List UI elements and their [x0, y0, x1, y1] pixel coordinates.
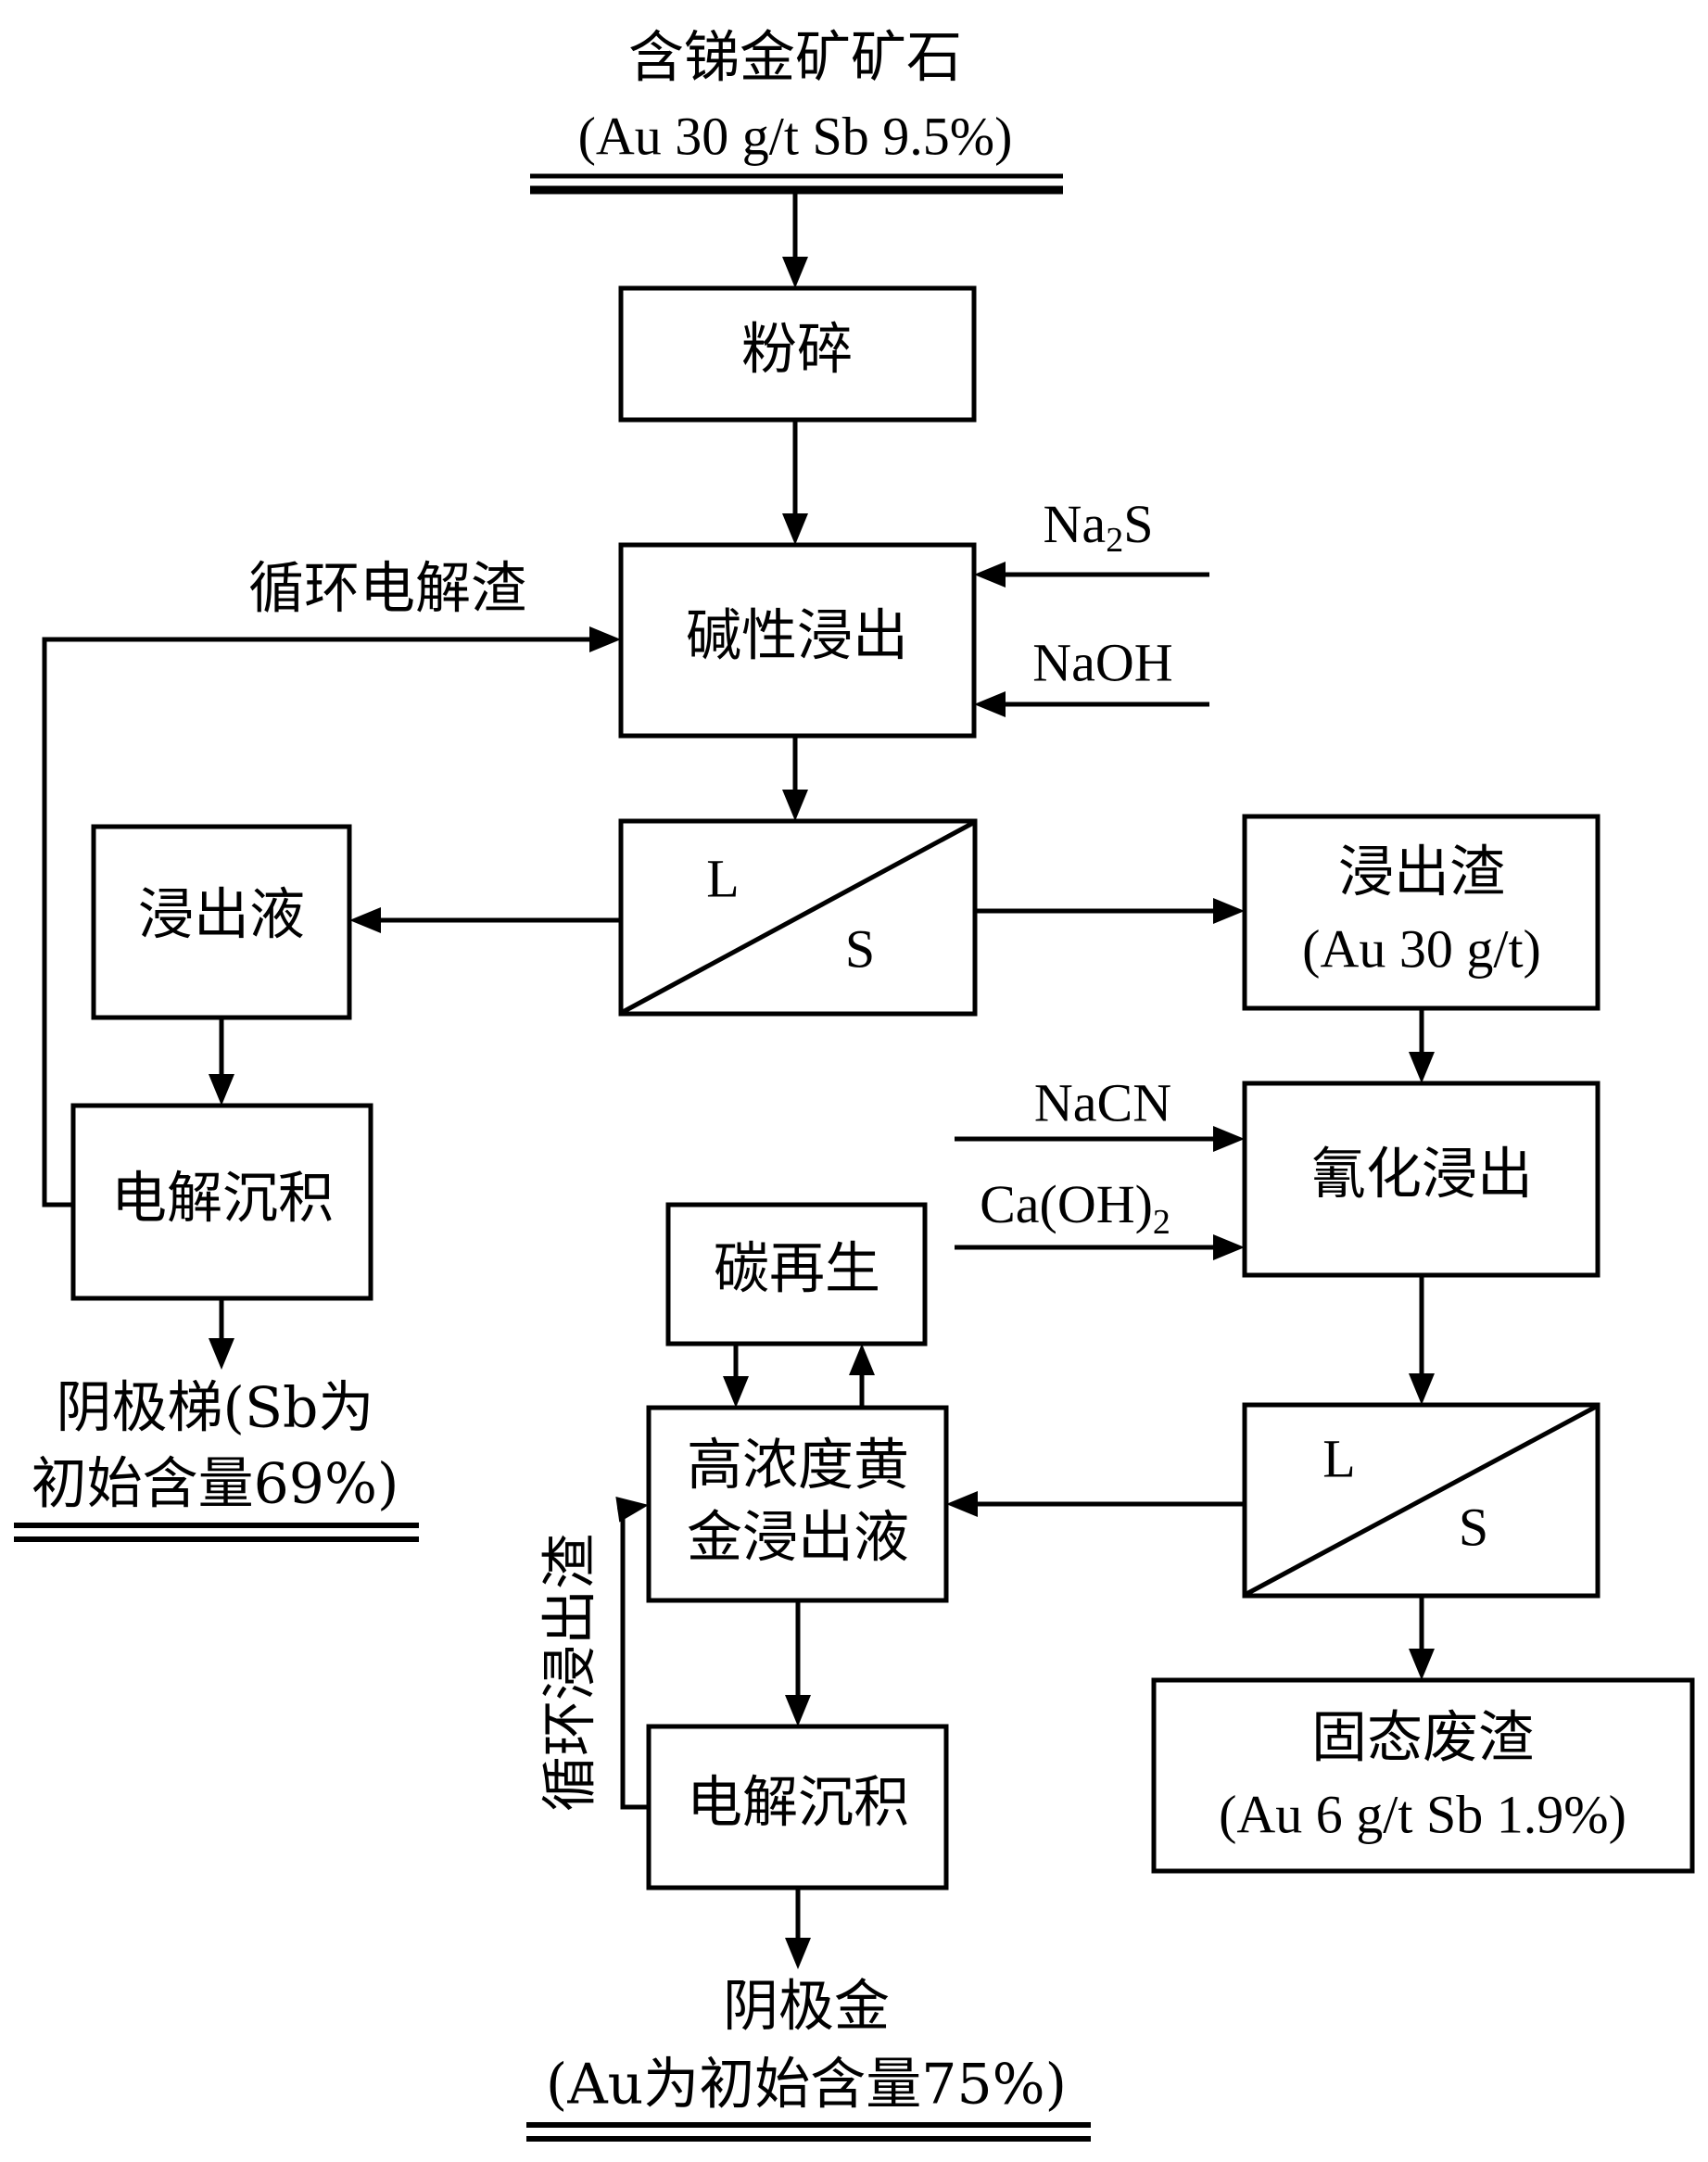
- recycle-leach-residue-label: 循环浸出渣: [538, 1534, 603, 1812]
- recycle-leach-residue-line: [616, 1506, 649, 1810]
- carbon-regen-box: [665, 1202, 928, 1347]
- leach-residue-box: [1242, 814, 1600, 1011]
- electrowin-sb-to-cathode-sb-arrowhead-icon: [209, 1338, 234, 1370]
- electrowin-au-label: 电解沉积: [687, 1771, 909, 1836]
- electrowin-sb-label: 电解沉积: [111, 1167, 334, 1232]
- separator1-liquid: L: [706, 848, 739, 908]
- alkaline-leach-to-separator1-arrowhead-icon: [782, 790, 808, 821]
- leachate-to-electrowin-sb-arrowhead-icon: [209, 1074, 234, 1106]
- leachate-label: 浸出液: [138, 883, 305, 948]
- cathode-sb-line1: 阴极梯(Sb为: [57, 1376, 374, 1441]
- reagent-nacn: NaCN: [1034, 1072, 1171, 1132]
- reagent-na2s: Na2S: [1044, 494, 1154, 559]
- recycle-electrolysis-residue-label: 循环电解渣: [248, 557, 526, 622]
- cyanide-leach-box: [1242, 1081, 1600, 1278]
- nacn-to-cyanide-leach-arrowhead-icon: [1213, 1126, 1245, 1152]
- caoh2-to-cyanide-leach-arrowhead-icon: [1213, 1234, 1245, 1260]
- cathode-sb-line2: 初始含量69%): [32, 1452, 399, 1517]
- carbon-regen-to-gold-leachate-arrowhead-icon: [723, 1376, 749, 1408]
- crush-box: [618, 285, 977, 423]
- separator1-solid: S: [845, 918, 875, 979]
- leach-residue-composition: (Au 30 g/t): [1302, 918, 1541, 979]
- separator2-liquid: L: [1322, 1428, 1355, 1488]
- cathode-au-composition: (Au为初始含量75%): [546, 2053, 1067, 2118]
- separator2-to-gold-leachate-arrowhead-icon: [946, 1491, 978, 1517]
- crush-label: 粉碎: [741, 318, 853, 383]
- gold-leachate-to-electrowin-au-arrowhead-icon: [785, 1695, 811, 1726]
- recycle-electrolysis-residue-arrowhead-icon: [589, 626, 621, 652]
- separator2-to-solid-waste-arrowhead-icon: [1409, 1649, 1435, 1680]
- reagent-naoh: NaOH: [1032, 632, 1172, 692]
- cathode-au-title: 阴极金: [723, 1975, 890, 2040]
- feed-to-crush-arrowhead-icon: [782, 257, 808, 288]
- separator1-to-leach-residue-arrowhead-icon: [1213, 898, 1245, 924]
- alkaline-leach-box: [618, 542, 977, 739]
- electrowin-au-box: [646, 1724, 949, 1890]
- separator2-solid: S: [1459, 1497, 1488, 1557]
- solid-waste-box: [1151, 1677, 1695, 1874]
- connectors: [42, 192, 1435, 1969]
- crush-to-alkaline-leach-arrowhead-icon: [782, 513, 808, 545]
- solid-waste-title: 固态废渣: [1311, 1706, 1534, 1771]
- cyanide-leach-label: 氰化浸出: [1310, 1143, 1533, 1207]
- separator1-diagonal: [621, 820, 975, 1015]
- separator2-diagonal: [1245, 1404, 1598, 1597]
- cyanide-leach-to-separator2-arrowhead-icon: [1409, 1373, 1435, 1405]
- recycle-electrolysis-residue-line: [42, 637, 589, 1207]
- gold-leachate-line1: 高浓度黄: [687, 1434, 909, 1498]
- recycle-leach-residue-arrowhead-icon: [615, 1496, 649, 1523]
- separator1-to-leachate-arrowhead-icon: [349, 907, 381, 933]
- leach-residue-to-cyanide-leach-arrowhead-icon: [1409, 1052, 1435, 1083]
- reagent-caoh2: Ca(OH)2: [980, 1174, 1170, 1241]
- na2s-to-alkaline-leach-arrowhead-icon: [974, 562, 1006, 588]
- gold-leachate-box: [646, 1405, 949, 1603]
- feed-composition: (Au 30 g/t Sb 9.5%): [578, 106, 1013, 166]
- alkaline-leach-label: 碱性浸出: [686, 604, 908, 669]
- electrowin-au-to-cathode-au-arrowhead-icon: [785, 1938, 811, 1969]
- solid-waste-composition: (Au 6 g/t Sb 1.9%): [1219, 1784, 1626, 1844]
- feed-title: 含锑金矿矿石: [628, 26, 962, 91]
- carbon-regen-label: 碳再生: [714, 1237, 880, 1302]
- leach-residue-title: 浸出渣: [1338, 841, 1505, 905]
- gold-leachate-to-carbon-regen-arrowhead-icon: [849, 1344, 875, 1375]
- naoh-to-alkaline-leach-arrowhead-icon: [974, 691, 1006, 717]
- gold-leachate-line2: 金浸出液: [687, 1506, 909, 1571]
